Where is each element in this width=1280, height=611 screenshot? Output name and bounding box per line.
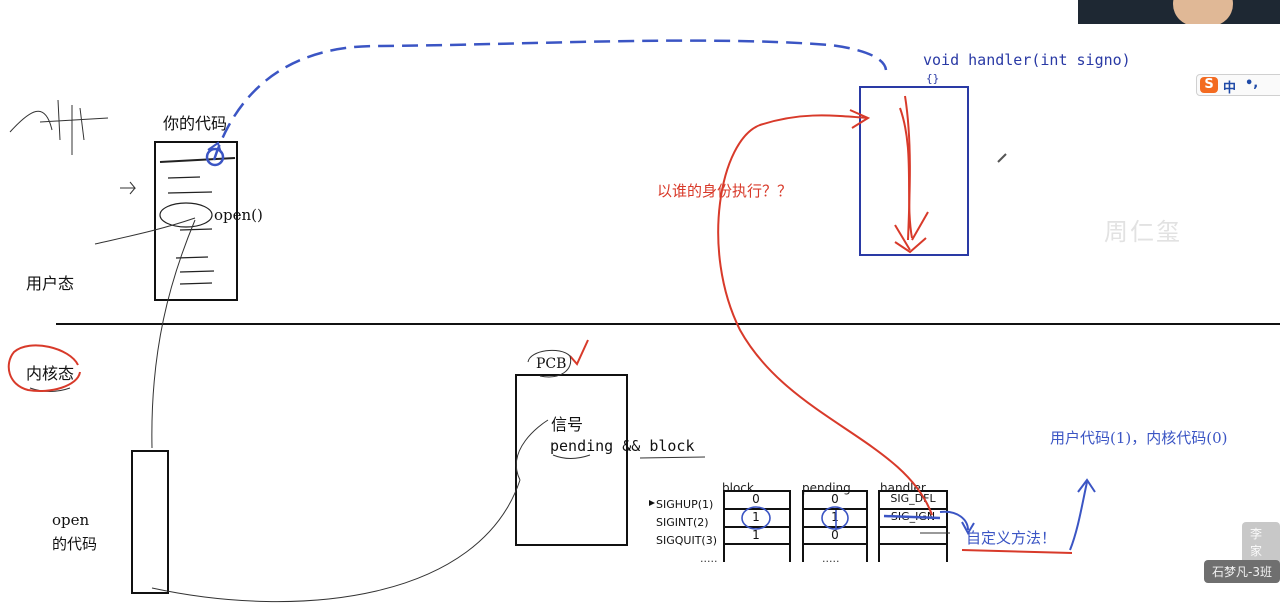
- code-point-circle: [205, 147, 225, 167]
- ime-toolbar[interactable]: S 中 •,: [1196, 74, 1280, 96]
- block-cell-row-2: 1: [752, 510, 760, 524]
- custom-underline: [961, 549, 1073, 554]
- custom-method-note: 自定义方法！: [966, 529, 1057, 547]
- custom-method-arrow: [939, 510, 969, 531]
- user-mode-label: 用户态: [26, 274, 75, 293]
- handler-execution-arrow: [894, 95, 929, 254]
- handler-box: [859, 86, 969, 256]
- pen-cursor-icon: [997, 153, 1007, 163]
- signal-label: 信号: [551, 415, 584, 434]
- kernel-open-code-box: [131, 450, 169, 594]
- pcb-check-mark: [569, 339, 589, 366]
- watermark-text: 周仁玺: [1104, 218, 1182, 246]
- ime-logo-icon[interactable]: S: [1200, 77, 1218, 93]
- webcam-thumbnail: [1078, 0, 1280, 24]
- signal-name-row-2: SIGINT(2): [656, 516, 709, 529]
- open-code-label-line1: open: [52, 511, 90, 529]
- your-code-label: 你的代码: [163, 114, 228, 133]
- code-scribble-lines: [159, 157, 236, 285]
- user-kernel-code-note: 用户代码(1)，内核代码(0): [1050, 429, 1228, 447]
- handler-brace: {}: [926, 72, 940, 85]
- kernel-mode-label: 内核态: [26, 364, 75, 383]
- block-cell-row-3: 1: [752, 528, 760, 542]
- open-call-label: open(): [214, 206, 263, 224]
- table-ellipsis-left: .....: [700, 552, 718, 565]
- pending-cell-row-2: 1: [831, 510, 839, 524]
- return-to-handler-curve: [717, 114, 933, 516]
- table-circles: [741, 506, 941, 530]
- who-executes-note: 以谁的身份执行？？: [657, 182, 793, 200]
- signal-name-row-3: SIGQUIT(3): [656, 534, 718, 547]
- block-cell-row-1: 0: [752, 492, 760, 506]
- jump-to-handler-arrow: [212, 39, 888, 161]
- flow-curves: [9, 99, 950, 603]
- kernel-mode-circle: [7, 344, 81, 392]
- table-ellipsis-mid: .....: [822, 552, 840, 565]
- ime-punct-label[interactable]: •,: [1245, 76, 1259, 91]
- pcb-circle: [527, 349, 572, 378]
- row-marker-icon: [649, 500, 655, 506]
- handler-signature: void handler(int signo): [923, 51, 1131, 69]
- up-to-user-code-arrow: [1069, 481, 1088, 551]
- pending-cell-row-3: 0: [831, 528, 839, 542]
- mode-divider-line: [56, 323, 1280, 325]
- open-code-label-line2: 的代码: [52, 535, 98, 553]
- user-code-box: [154, 141, 238, 301]
- signal-table-grid: [723, 490, 948, 562]
- ime-mode-label[interactable]: 中: [1223, 81, 1237, 96]
- pcb-box: [515, 374, 628, 546]
- pcb-label: PCB: [536, 356, 567, 372]
- viewer-chip-2: 石梦凡-3班: [1204, 560, 1280, 583]
- pending-cell-row-1: 0: [831, 492, 839, 506]
- signal-name-row-1: SIGHUP(1): [656, 498, 714, 511]
- pending-block-label: pending && block: [550, 437, 695, 455]
- webcam-face: [1173, 0, 1233, 24]
- handler-cell-row-1: SIG_DFL: [890, 492, 936, 505]
